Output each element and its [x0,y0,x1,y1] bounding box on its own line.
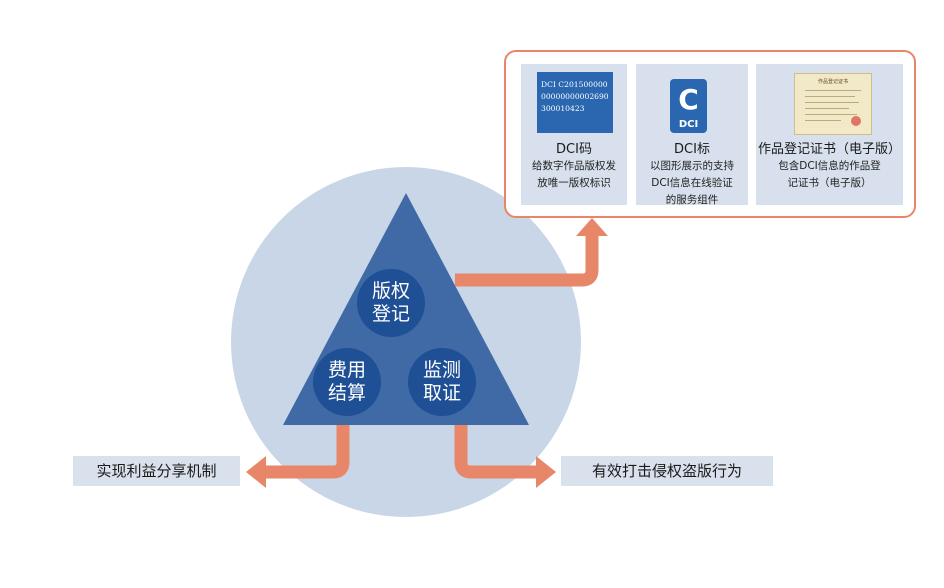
outcome-left-label: 实现利益分享机制 [73,456,240,486]
node-label-fee-settlement: 费用 结算 [327,359,366,404]
certificate-seal [851,116,861,126]
certificate-image: 作品登记证书 [794,73,872,135]
dci-logo-letter: C [678,83,699,116]
dci-logo-icon: C DCI [670,79,707,133]
card-certificate-title: 作品登记证书（电子版） [757,142,901,157]
outcome-right-label: 有效打击侵权盗版行为 [561,456,773,486]
arrow-to-right-outcome-head [536,456,556,488]
card-dci-mark-desc: 以图形展示的支持 DCI信息在线验证 的服务组件 [650,160,734,206]
node-label-monitoring-evidence: 监测 取证 [422,359,461,404]
arrow-to-right-outcome [454,425,540,479]
dci-code-box: DCI C20150000000000000002690300010423 [537,72,613,133]
arrow-to-panel [455,232,599,287]
arrow-to-left-outcome [262,425,350,479]
card-certificate-desc: 包含DCI信息的作品登 记证书（电子版） [778,160,881,189]
node-circle-fee-settlement [313,348,381,416]
certificate-heading: 作品登记证书 [817,79,848,85]
arrow-to-panel-head [576,218,608,236]
node-circle-copyright-registration [357,269,425,337]
card-dci-code-desc: 给数字作品版权发 放唯一版权标识 [532,160,616,189]
node-circle-monitoring-evidence [408,348,476,416]
arrow-to-left-outcome-head [246,456,266,488]
dci-logo-text: DCI [679,119,698,130]
card-dci-mark-title: DCI标 [674,142,710,157]
card-dci-code-title: DCI码 [556,142,592,157]
node-label-copyright-registration: 版权 登记 [371,280,410,325]
